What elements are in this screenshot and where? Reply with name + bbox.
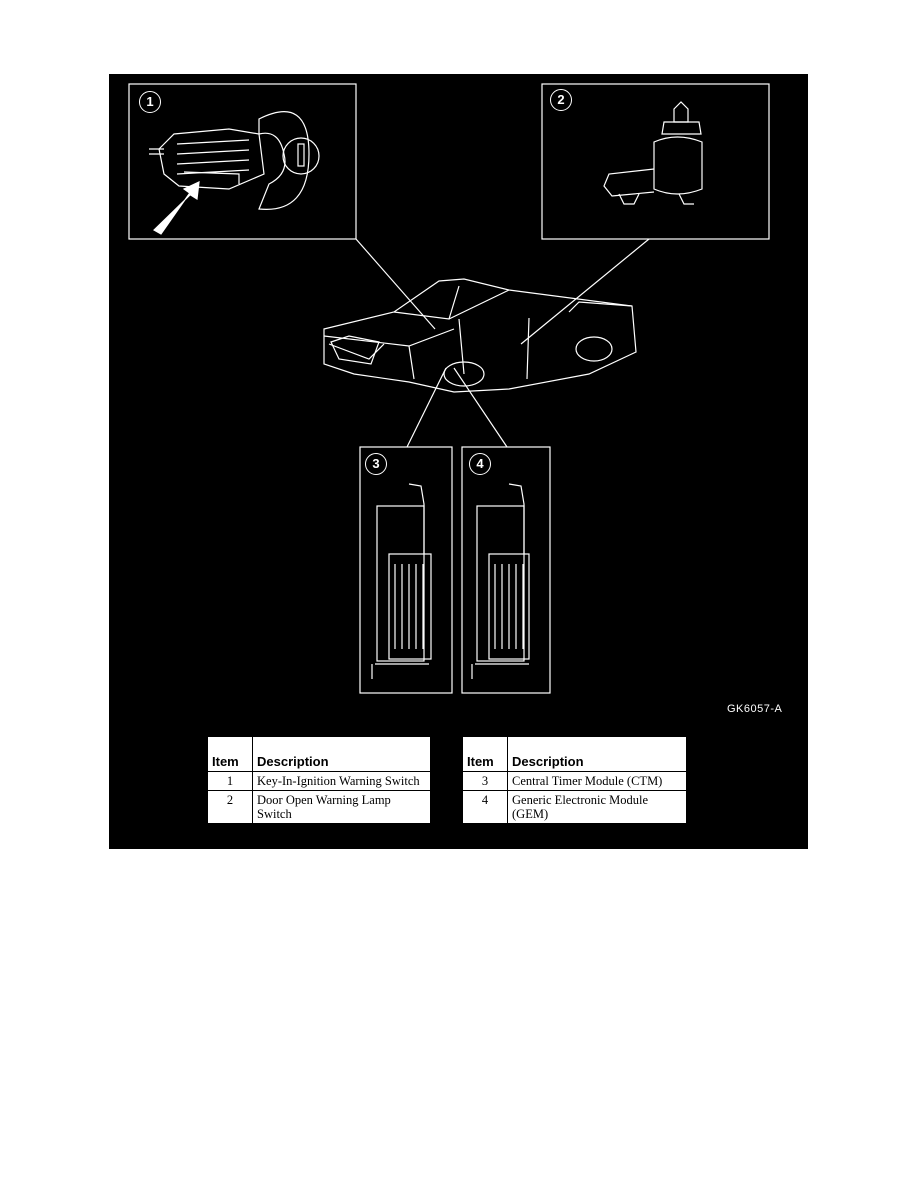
panel-3-frame: [359, 446, 453, 694]
panel-4-frame: [461, 446, 551, 694]
door-switch-illustration: [603, 101, 703, 205]
table-row: 4 Generic Electronic Module (GEM): [462, 790, 687, 824]
panel-1-frame: [128, 83, 357, 240]
callout-2: 2: [550, 89, 572, 111]
table-row: 1 Key-In-Ignition Warning Switch: [207, 771, 431, 791]
callout-4: 4: [469, 453, 491, 475]
item-description: Generic Electronic Module (GEM): [507, 790, 687, 824]
callout-3: 3: [365, 453, 387, 475]
item-number: 2: [207, 790, 253, 824]
item-description: Central Timer Module (CTM): [507, 771, 687, 791]
diagram-figure: 1 2 3 4 GK6057-A Item Description 1 Key-…: [109, 74, 808, 849]
ctm-illustration: [371, 483, 432, 679]
item-description: Key-In-Ignition Warning Switch: [252, 771, 431, 791]
item-number: 1: [207, 771, 253, 791]
ignition-switch-illustration: [149, 111, 320, 210]
legend-table-2: Item Description 3 Central Timer Module …: [462, 736, 687, 824]
table-header-item: Item: [462, 736, 508, 772]
table-row: 3 Central Timer Module (CTM): [462, 771, 687, 791]
panel-2-frame: [541, 83, 770, 240]
table-row: 2 Door Open Warning Lamp Switch: [207, 790, 431, 824]
item-number: 4: [462, 790, 508, 824]
legend-table-1: Item Description 1 Key-In-Ignition Warni…: [207, 736, 431, 824]
diagram-artwork: [128, 83, 770, 694]
figure-code: GK6057-A: [727, 703, 783, 715]
truck-illustration: [323, 278, 637, 393]
pointer-arrow: [153, 181, 200, 235]
callout-1: 1: [139, 91, 161, 113]
table-header-description: Description: [252, 736, 431, 772]
item-description: Door Open Warning Lamp Switch: [252, 790, 431, 824]
item-number: 3: [462, 771, 508, 791]
gem-illustration: [471, 483, 530, 679]
table-header-description: Description: [507, 736, 687, 772]
table-header-item: Item: [207, 736, 253, 772]
